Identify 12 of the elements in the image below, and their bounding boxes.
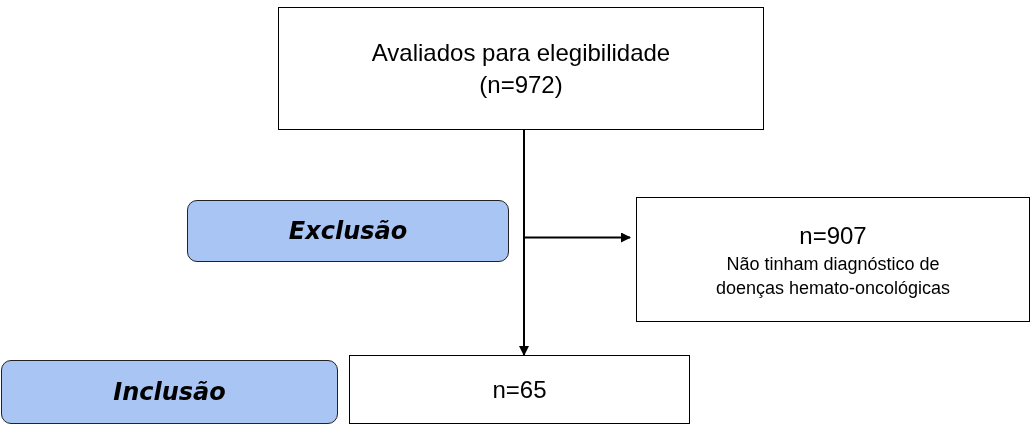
stage-label: Exclusão: [288, 217, 408, 245]
process-box: [636, 197, 1030, 322]
box-text: n=907: [799, 220, 867, 251]
box-text: n=65: [492, 374, 547, 405]
box-description: Não tinham diagnóstico de doenças hemato-oncológicas: [714, 252, 952, 300]
stage-label-box: [1, 360, 338, 424]
stage-label-box: [187, 200, 509, 262]
process-box: [278, 7, 764, 130]
stage-label: Inclusão: [113, 378, 226, 406]
process-box: [349, 355, 690, 424]
arrow: [523, 129, 631, 243]
box-text: Avaliados para elegibilidade (n=972): [370, 37, 672, 100]
